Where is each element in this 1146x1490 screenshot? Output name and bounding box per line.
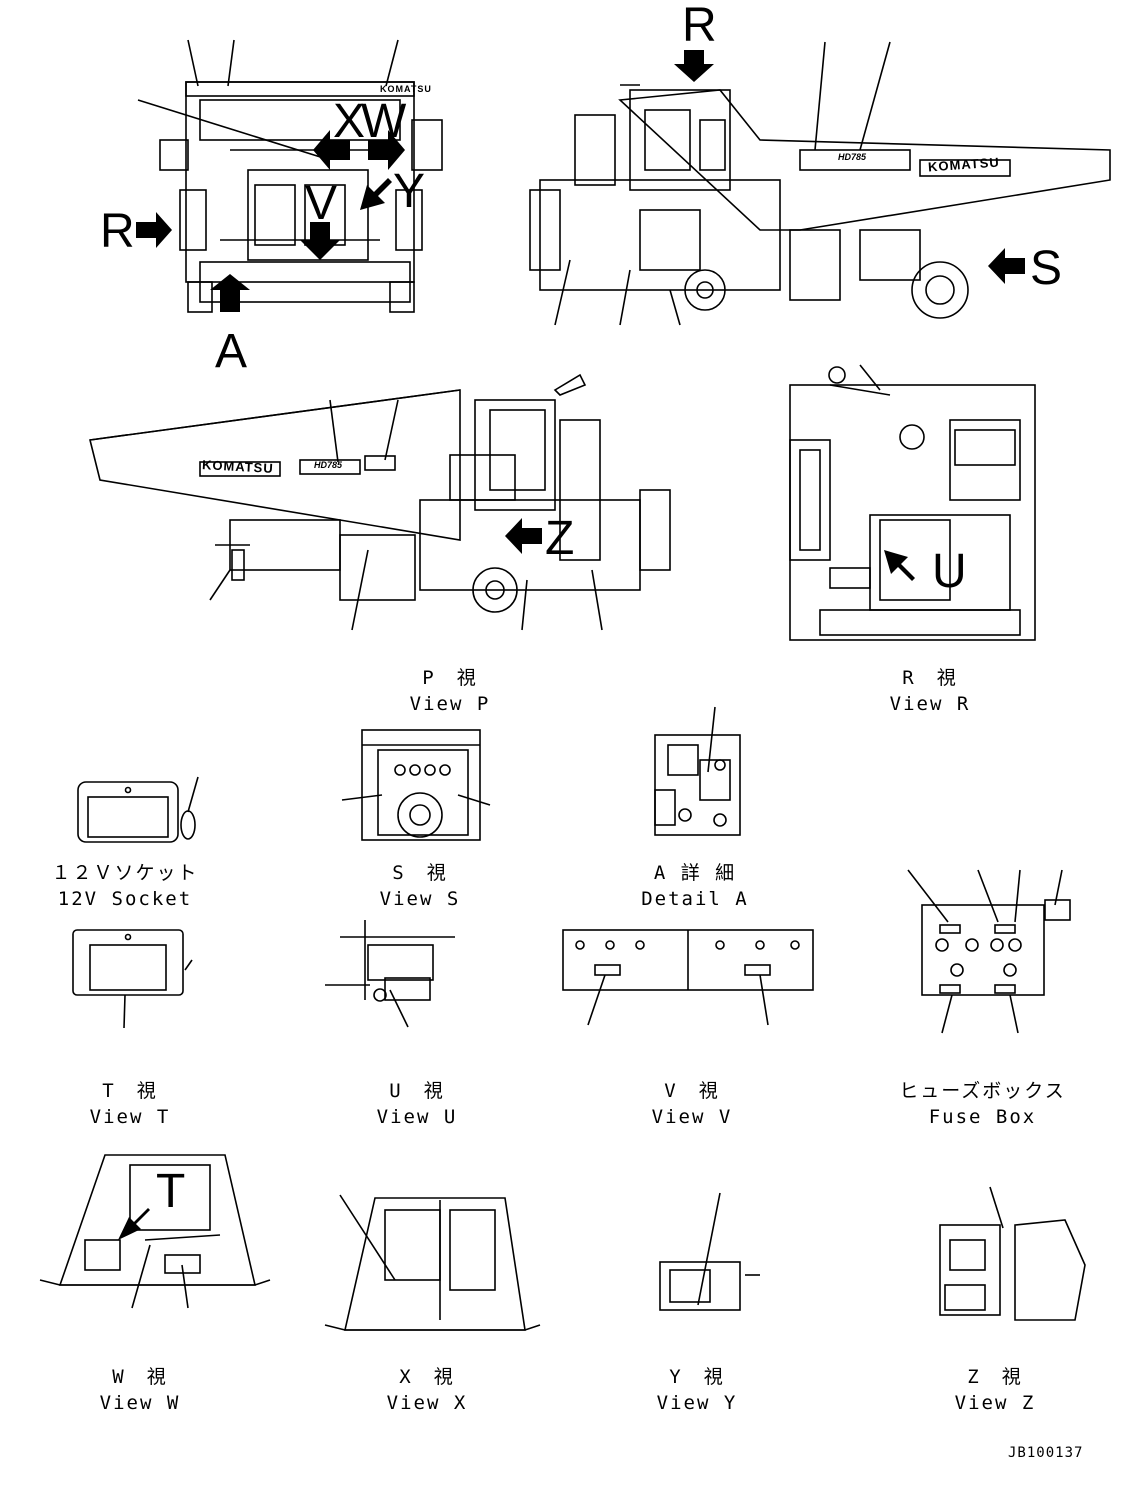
view-letter-z: Z — [545, 512, 575, 565]
view-w-drawing — [39, 1154, 271, 1309]
fuse-box-drawing — [907, 869, 1071, 1034]
view-letter-t: T — [156, 1165, 186, 1218]
arrow-t — [118, 1208, 150, 1240]
side-view-right-leaders — [329, 399, 603, 631]
view-letter-r-top: R — [682, 0, 717, 52]
arrow-x — [313, 130, 350, 170]
front-view-truck — [159, 81, 443, 313]
model-decal-right: HD785 — [314, 460, 343, 470]
arrow-v — [300, 222, 340, 260]
brand-logo-front: KOMATSU — [380, 84, 432, 94]
drawing-id: JB100137 — [1008, 1445, 1084, 1461]
arrow-w — [368, 130, 405, 170]
view-letter-s: S — [1030, 242, 1063, 295]
view-letter-r-left: R — [100, 205, 135, 258]
arrow-s — [988, 248, 1025, 284]
view-t-drawing — [72, 929, 193, 1029]
view-letter-w: W — [361, 95, 407, 148]
view-z-drawing — [939, 1186, 1086, 1321]
view-v-drawing — [562, 929, 814, 1026]
detail-a-drawing — [654, 706, 741, 836]
view-arrows — [118, 50, 1025, 1240]
view-r-top-drawing — [789, 364, 1036, 641]
arrow-r-top — [674, 50, 714, 82]
view-letter-a: A — [215, 325, 248, 378]
arrow-u — [884, 550, 915, 581]
view-letter-v: V — [305, 177, 338, 230]
model-decal-left: HD785 — [838, 152, 867, 162]
view-x-drawing — [324, 1194, 541, 1331]
view-y-drawing — [659, 1192, 760, 1311]
side-view-left-truck — [529, 84, 1111, 319]
side-view-right-truck — [89, 373, 671, 613]
view-s-drawing — [341, 729, 491, 841]
arrow-y — [360, 178, 392, 210]
socket-12v-drawing — [77, 776, 199, 843]
front-view-leaders — [137, 39, 399, 161]
side-view-left-leaders — [554, 41, 891, 326]
arrow-a — [210, 274, 250, 312]
view-letter-y: Y — [393, 165, 426, 218]
view-letter-x: X — [333, 95, 366, 148]
view-letter-u: U — [932, 545, 967, 598]
arrow-r-left — [136, 212, 172, 248]
arrow-z — [505, 518, 542, 554]
view-u-drawing — [325, 920, 455, 1028]
